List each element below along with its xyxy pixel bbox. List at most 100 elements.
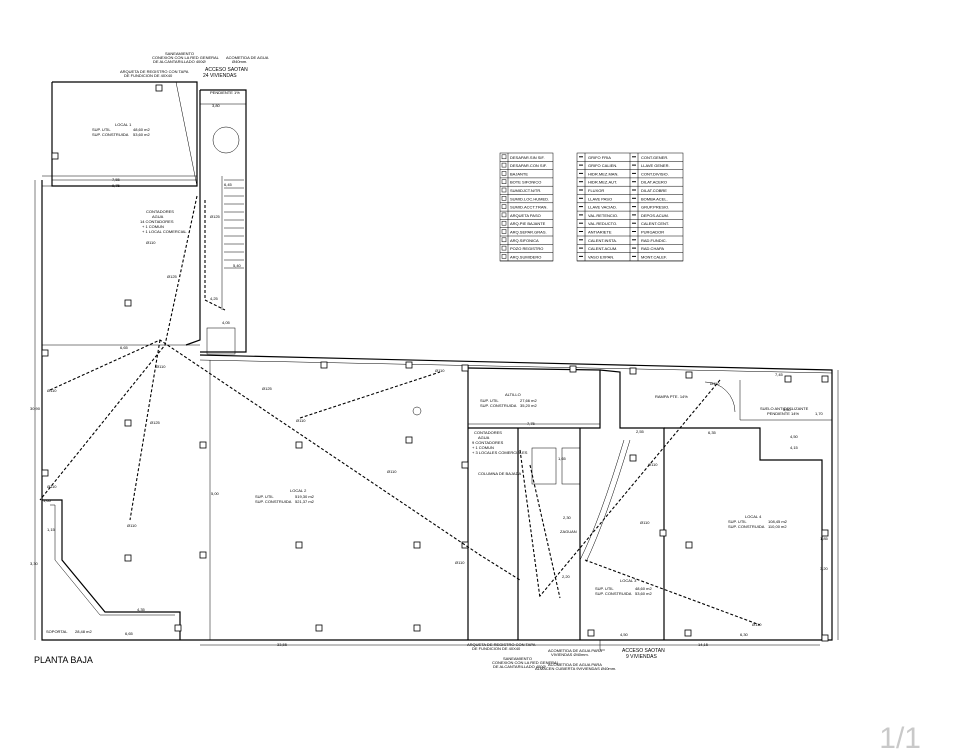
legend-symbol-icon [501,229,507,234]
pipe-label-2: Ø110 [47,388,57,393]
legend-drainage-item: DESAPAR.SIN SIF. [510,155,545,160]
soportal-val: 28,48 m2 [75,629,92,634]
dim-9: 7,75 [527,421,536,426]
dimension-lines [34,103,839,646]
local-4-name: LOCAL 4 [745,514,762,519]
note-acceso: ACCESO SAOTAN [205,67,248,73]
stair-core [561,447,581,485]
note-conexion: CONEXION CON LA RED GENERAL [152,55,220,60]
legend-symbol-icon [501,237,507,243]
pipe-label-17: Ø125 [210,214,221,219]
bottom-annotations: ARQUETA DE REGISTRO CON TAPA DE FUNDICIO… [467,640,665,671]
bottom-note-fundicion: DE FUNDICION DE 40X40 [472,646,521,651]
bottom-note-saneamiento: SANEAMIENTO [503,656,532,661]
local-3-name: LOCAL 3 [620,578,637,583]
legend-drainage-item: ARQ.SUMIDERO [510,254,541,259]
contadores-1-d: + 1 COMUN [142,224,164,229]
legend-plumbing-item: CONT.DIVISIO. [641,171,669,176]
pendiente-2-label: PENDIENTE 14% [767,411,799,416]
zaguan-label: ZAGUAN [560,529,577,534]
legend-drainage-item: SUMID.LOC.HUMED. [510,196,549,201]
contadores-2-b: AGUA [478,435,490,440]
dim-14: 4,50 [790,434,799,439]
local-1-util-label: SUP. UTIL [92,127,111,132]
main-outer-wall [199,354,833,641]
dim-32: 5,40 [233,263,242,268]
drainage-pipes [39,195,761,626]
dim-4: 1,65 [43,498,52,503]
pipe-label-11: Ø110 [455,560,465,565]
local-1-const-val: 53,60 m2 [133,132,150,137]
drain-circle [412,406,422,416]
bottom-note-acometida-3: ACOMETIDA DE AGUA PARA [548,662,602,667]
legend-drainage-item: SUMID.ACCT.TRAN. [510,205,548,210]
legend-symbol-icon [501,171,507,176]
suelo-label: SUELO ANTIDESLIZANTE [760,406,809,411]
bottom-arrow [599,640,605,651]
stair-tower-left-wall [185,90,201,346]
legend-plumbing-item: CALENT.CENT. [641,221,669,226]
local-1-util-val: 48,60 m2 [133,127,150,132]
dim-1: 9,75 [112,183,121,188]
columns [41,84,829,642]
note-acometida-diam: Ø40mm. [232,59,247,64]
door-arc [704,381,736,413]
contadores-2-c: 9 CONTADORES [472,440,504,445]
contadores-1-e: + 1 LOCAL COMERCIAL [142,229,187,234]
legend-drainage-item: ARQ.SIFONICA [510,238,539,243]
legend-symbol-icon [501,220,507,226]
dim-5: 1,15 [47,527,56,532]
note-saneamiento: SANEAMIENTO [165,51,194,56]
local-3-util-label: SUP. UTIL [595,586,614,591]
building-walls [41,81,833,641]
columna-label: COLUMNA DE BAJADA [478,471,521,476]
dim-27: 1,85 [820,536,829,541]
dim-2: 7,55 [112,177,121,182]
bottom-note-conexion: CONEXION CON LA RED GENERAL [492,660,560,665]
pipe-label-4: Ø110 [156,364,166,369]
local-3-walls [599,369,665,640]
note-acometida: ACOMETIDA DE AGUA [226,55,269,60]
legend-plumbing-item: HIDR.MEZ.MAN. [588,171,618,176]
dim-22: 4,25 [210,296,219,301]
dim-16: 4,50 [620,632,629,637]
legend-plumbing-item: PURGADOR [641,230,664,235]
note-pendiente: PENDIENTE 1% [210,90,240,95]
contadores-2-e: + 3 LOCALES COMERCIALES [472,450,528,455]
legend-symbol-icon [501,179,507,184]
dim-26: 5,00 [211,491,220,496]
local-3-const-label: SUP. CONSTRUIDA [595,591,632,596]
note-arqueta: ARQUETA DE REGISTRO CON TAPA [120,69,189,74]
dim-23: 6,45 [224,182,233,187]
dim-3: 6,65 [120,345,129,350]
pipe-label-5: Ø125 [150,420,161,425]
contadores-2-a: CONTADORES [474,430,502,435]
legend-drainage-item: ARQ.PIE BAJANTE [510,221,546,226]
pipe-run-3 [49,339,521,581]
local-4-util-val: 108,45 m2 [768,519,788,524]
legend-drainage-item: ARQUETA PASO [510,213,541,218]
local-4-const-val: 110,00 m2 [768,524,787,529]
pipe-label-13: Ø110 [710,381,720,386]
bottom-note-acometida: ACOMETIDA DE AGUA PARA [548,648,602,653]
pipe-label-12: Ø110 [127,523,137,528]
legend-symbol-icon [501,196,507,201]
note-fundicion: DE FUNDICION DE 40X40 [124,73,173,78]
legend-symbol-icon [501,154,507,160]
rampa-label: RAMPA PTE. 14% [655,394,688,399]
legend-plumbing-item: VAL.RETENCIO. [588,213,618,218]
legend-symbol-icon [501,162,507,168]
pipe-label-15: Ø110 [640,520,650,525]
elevator-circle [212,126,240,154]
local-4-util-label: SUP. UTIL [728,519,747,524]
pipe-label-1: Ø110 [146,240,156,245]
legend-drainage-item: BAJANTE [510,171,528,176]
dim-28: 3,20 [820,566,829,571]
altillo-walls [467,367,601,429]
dim-19: 1,65 [558,456,567,461]
dim-13: 6,35 [708,430,717,435]
legend-symbol-icon [501,212,507,218]
legend-plumbing-item: ANTIARIETE [588,230,612,235]
